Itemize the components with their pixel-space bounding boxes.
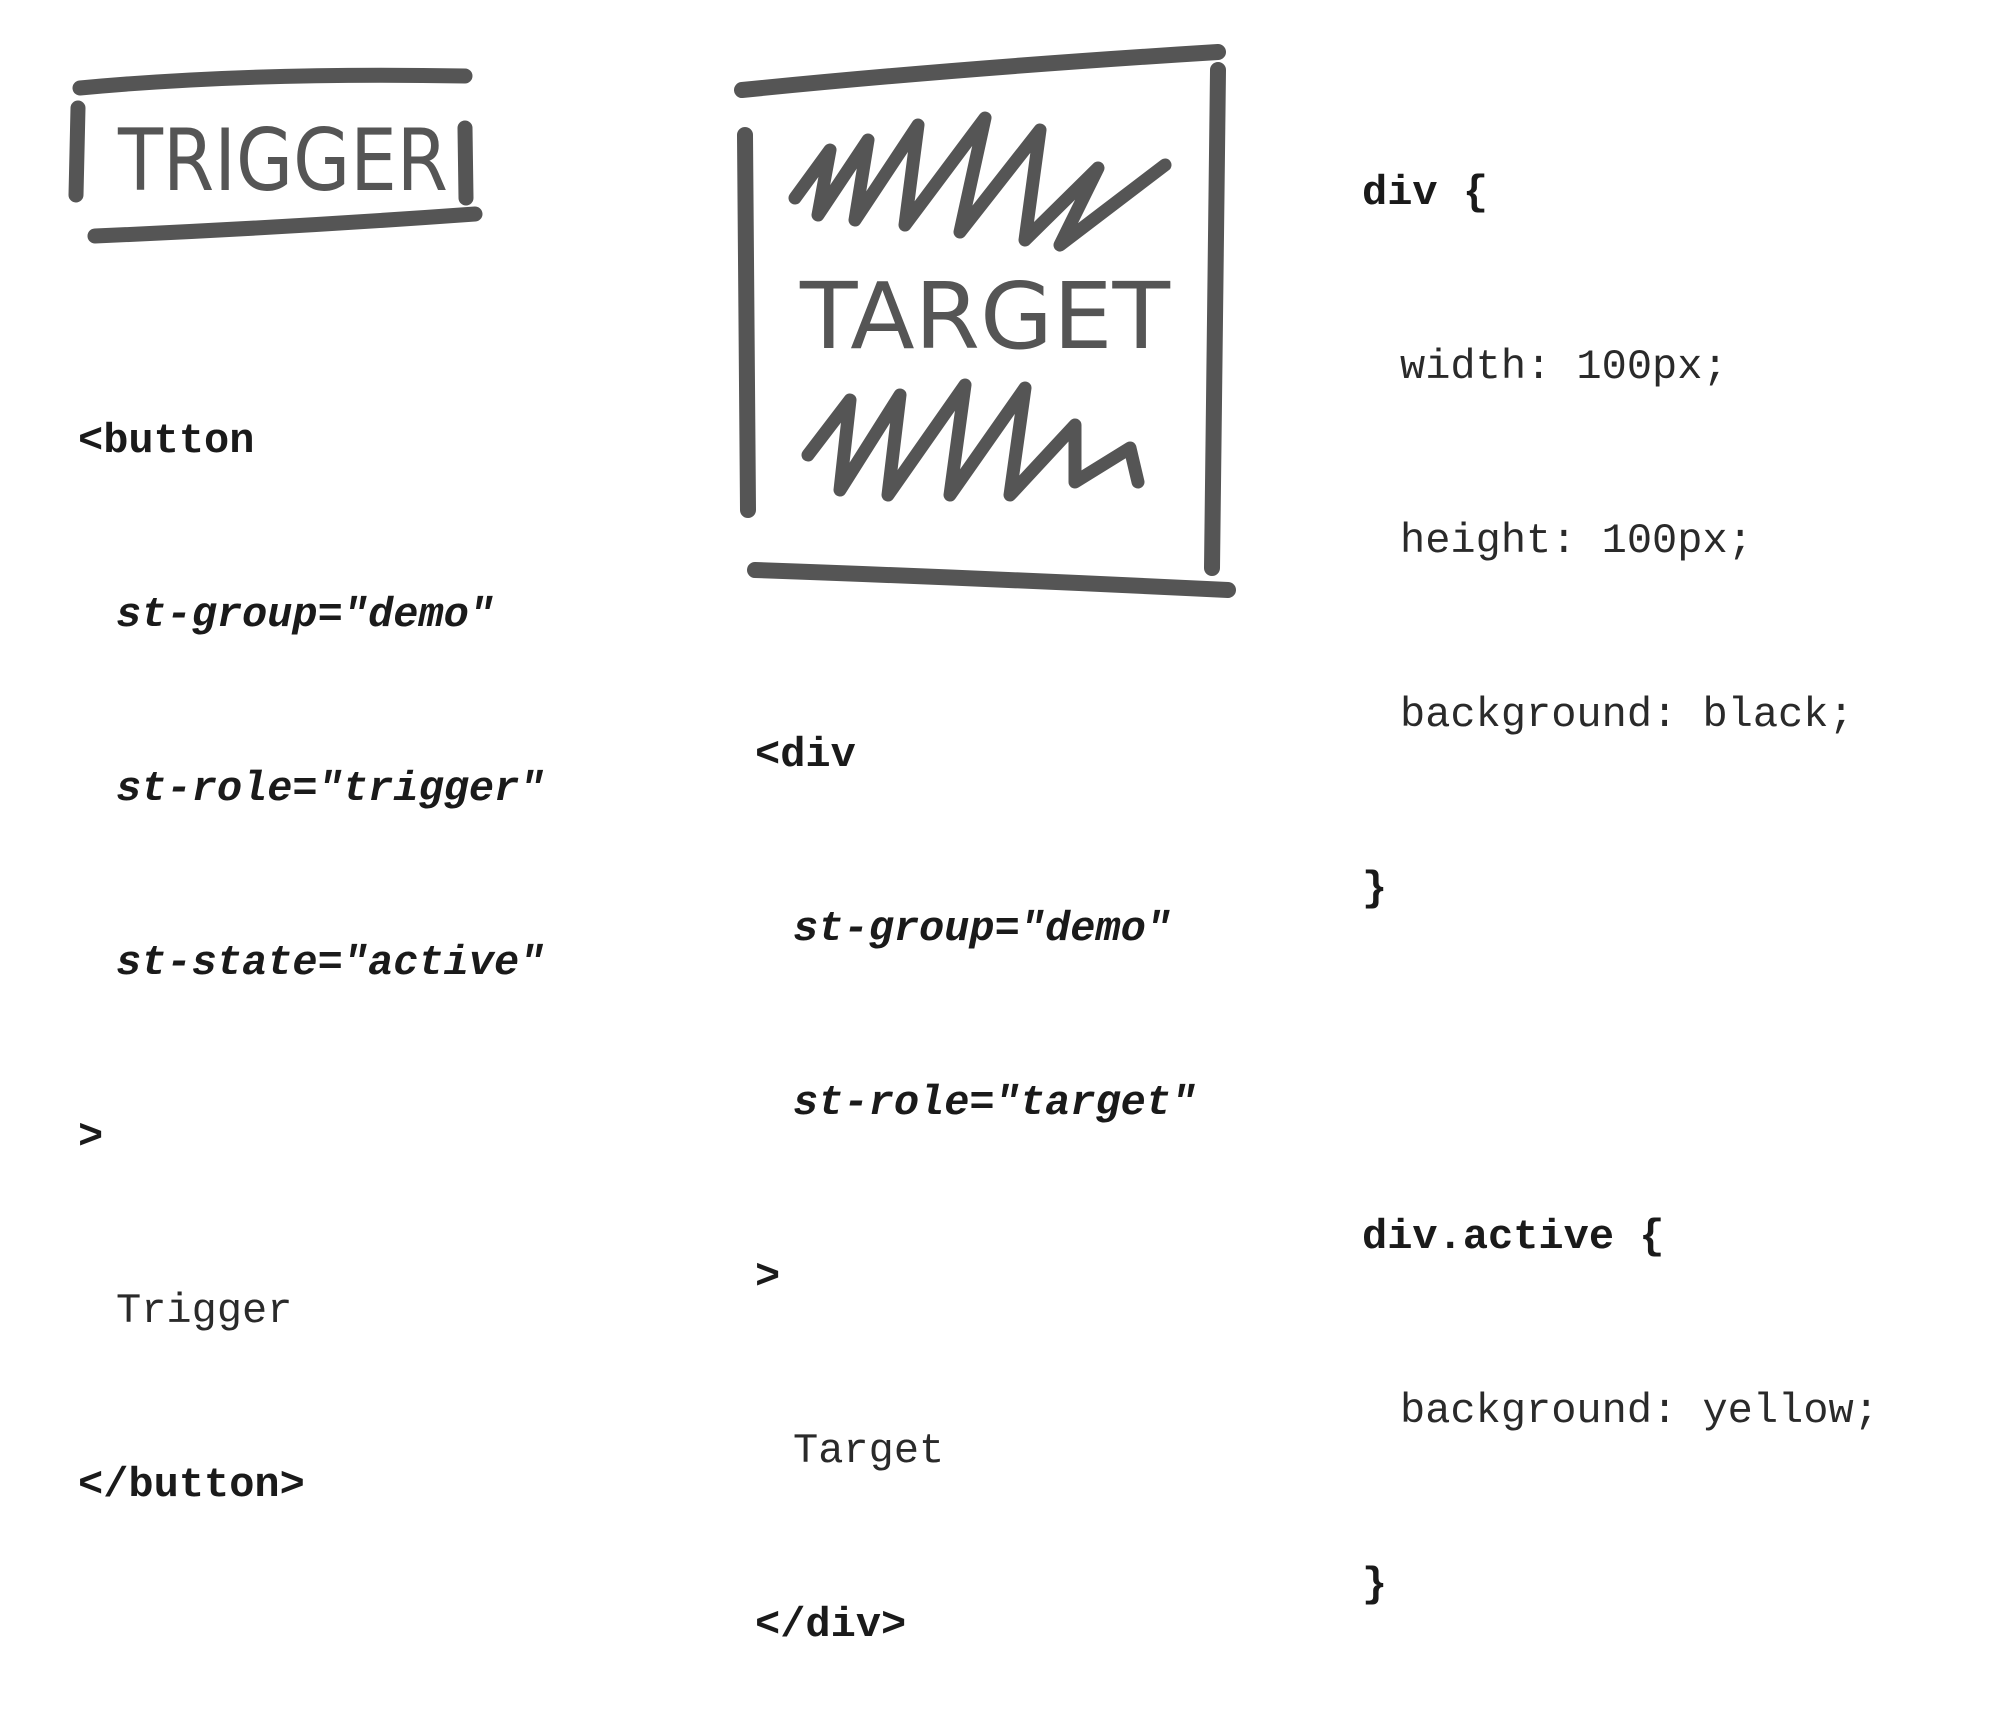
css-spacer	[1362, 1034, 1879, 1092]
div-close-bracket: >	[755, 1253, 781, 1301]
button-attr-role: st-role="trigger"	[116, 765, 545, 813]
button-markup-code: <button st-group="demo" st-role="trigger…	[78, 296, 544, 1572]
button-attr-state: st-state="active"	[116, 939, 545, 987]
zigzag-scribble-bottom	[801, 378, 1145, 502]
css-rule1-close: }	[1362, 865, 1388, 913]
div-open-tag: <div	[755, 731, 856, 779]
button-open-tag: <button	[78, 417, 255, 465]
div-end-tag: </div>	[755, 1601, 907, 1649]
button-end-tag: </button>	[78, 1461, 305, 1509]
css-rule2-background: background: yellow;	[1400, 1387, 1879, 1435]
css-rule2-selector: div.active {	[1362, 1213, 1665, 1261]
target-box-sketch	[734, 44, 1236, 598]
css-rule1-selector: div {	[1362, 169, 1489, 217]
css-rule2-close: }	[1362, 1561, 1388, 1609]
zigzag-scribble-top	[788, 111, 1172, 252]
div-attr-role: st-role="target"	[793, 1079, 1197, 1127]
css-rule1-height: height: 100px;	[1400, 517, 1753, 565]
css-rule1-background: background: black;	[1400, 691, 1854, 739]
trigger-sketch-label: TRIGGER	[117, 111, 448, 211]
button-attr-group: st-group="demo"	[116, 591, 495, 639]
button-content-text: Trigger	[116, 1287, 293, 1335]
css-rules-code: div { width: 100px; height: 100px; backg…	[1362, 48, 1879, 1672]
div-markup-code: <div st-group="demo" st-role="target" > …	[755, 610, 1196, 1712]
css-rule1-width: width: 100px;	[1400, 343, 1728, 391]
sketch-canvas: TRIGGER TARGET	[68, 44, 1236, 598]
trigger-button-sketch	[68, 67, 483, 244]
div-content-text: Target	[793, 1427, 945, 1475]
button-close-bracket: >	[78, 1113, 104, 1161]
target-sketch-label: TARGET	[799, 263, 1171, 370]
div-attr-group: st-group="demo"	[793, 905, 1172, 953]
